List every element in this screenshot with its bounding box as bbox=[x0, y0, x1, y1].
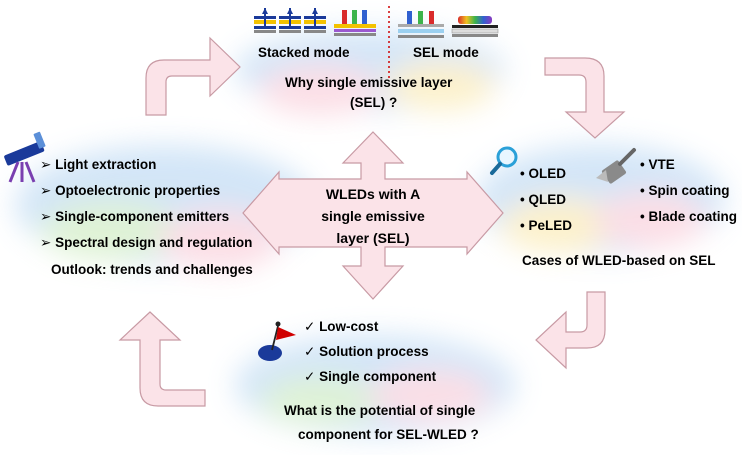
method-item: • VTE bbox=[640, 157, 675, 172]
method-list: • VTE • Spin coating • Blade coating bbox=[640, 157, 737, 235]
advantage-item: ✓ Solution process bbox=[304, 344, 429, 359]
advantage-item: ✓ Single component bbox=[304, 369, 437, 384]
advantage-list: ✓ Low-cost ✓ Solution process ✓ Single c… bbox=[304, 319, 436, 394]
device-text: OLED bbox=[528, 166, 566, 181]
cycle-arrow-top-right bbox=[544, 57, 626, 139]
left-topic-text: Spectral design and regulation bbox=[55, 235, 253, 250]
method-item: • Blade coating bbox=[640, 209, 737, 224]
sel-mode-label: SEL mode bbox=[413, 45, 479, 60]
flag-icon bbox=[258, 321, 296, 361]
center-cross-arrow bbox=[242, 131, 504, 300]
center-title-line2: single emissive bbox=[321, 208, 425, 224]
center-title-line3: layer (SEL) bbox=[336, 230, 410, 246]
device-item: • OLED bbox=[520, 166, 566, 181]
left-topic-text: Optoelectronic properties bbox=[55, 183, 221, 198]
magnifier-icon bbox=[490, 146, 518, 175]
top-question-line2: (SEL) ? bbox=[350, 95, 398, 110]
bottom-question-line2: component for SEL-WLED ? bbox=[298, 427, 479, 442]
telescope-icon bbox=[4, 131, 46, 183]
left-topic-text: Single-component emitters bbox=[55, 209, 230, 224]
center-title: WLEDs with A single emissive layer (SEL) bbox=[278, 183, 468, 249]
bottom-question-line1: What is the potential of single bbox=[284, 403, 476, 418]
left-topic-list: ➢ Light extraction ➢ Optoelectronic prop… bbox=[40, 157, 252, 261]
top-question-line1: Why single emissive layer bbox=[285, 75, 453, 90]
left-topic-item: ➢ Optoelectronic properties bbox=[40, 183, 221, 198]
method-item: • Spin coating bbox=[640, 183, 730, 198]
advantage-text: Solution process bbox=[319, 344, 429, 359]
cycle-arrows bbox=[118, 36, 626, 407]
device-text: PeLED bbox=[528, 218, 572, 233]
left-topic-item: ➢ Single-component emitters bbox=[40, 209, 230, 224]
method-text: Blade coating bbox=[648, 209, 737, 224]
cycle-arrow-bottom-right bbox=[535, 291, 606, 370]
left-topic-text: Light extraction bbox=[55, 157, 157, 172]
left-topic-item: ➢ Light extraction bbox=[40, 157, 157, 172]
cases-caption: Cases of WLED-based on SEL bbox=[522, 253, 716, 268]
cycle-arrow-top-left bbox=[145, 36, 241, 116]
device-item: • PeLED bbox=[520, 218, 572, 233]
device-list: • OLED • QLED • PeLED bbox=[520, 166, 572, 244]
method-text: VTE bbox=[648, 157, 675, 172]
brush-icon bbox=[596, 148, 636, 184]
advantage-text: Low-cost bbox=[319, 319, 379, 334]
outlook-label: Outlook: trends and challenges bbox=[51, 262, 253, 277]
stacked-mode-illustration bbox=[254, 8, 376, 36]
advantage-text: Single component bbox=[319, 369, 437, 384]
advantage-item: ✓ Low-cost bbox=[304, 319, 379, 334]
device-text: QLED bbox=[528, 192, 566, 207]
background-clouds bbox=[15, 30, 725, 435]
device-item: • QLED bbox=[520, 192, 566, 207]
method-text: Spin coating bbox=[648, 183, 730, 198]
cycle-arrow-bottom-left bbox=[118, 311, 206, 407]
left-topic-item: ➢ Spectral design and regulation bbox=[40, 235, 253, 250]
center-title-line1: WLEDs with A bbox=[325, 186, 421, 202]
stacked-mode-label: Stacked mode bbox=[258, 45, 350, 60]
sel-mode-illustration bbox=[398, 11, 499, 38]
